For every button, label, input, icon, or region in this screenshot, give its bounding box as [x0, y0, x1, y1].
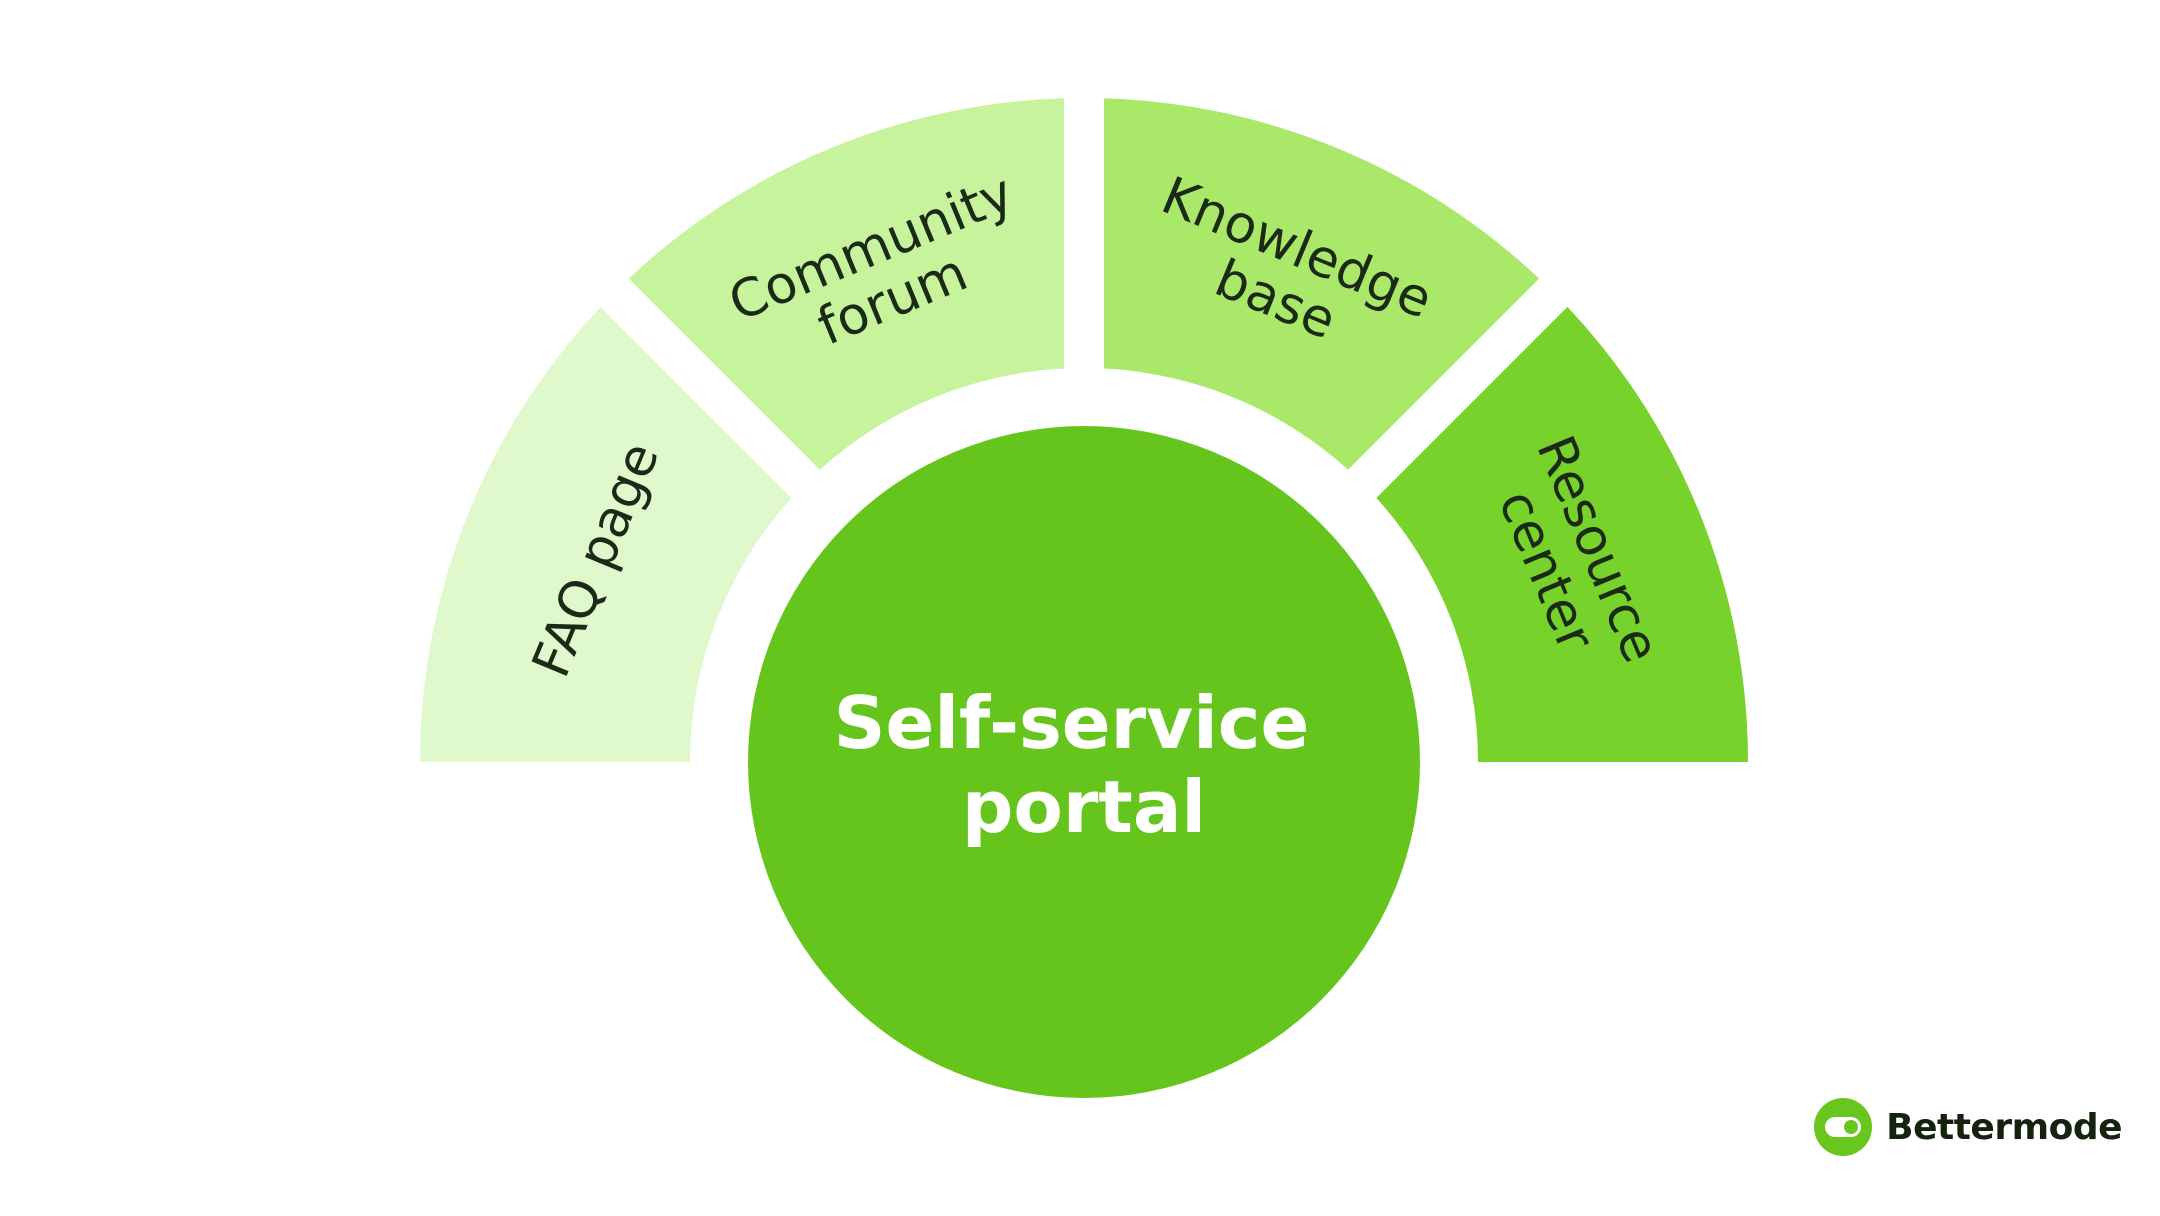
center-circle [748, 426, 1420, 1098]
segment-3 [1103, 98, 1540, 470]
segment-1 [420, 306, 792, 762]
center-label-line1: Self-service [834, 681, 1310, 765]
toggle-logo-icon [1814, 1098, 1873, 1156]
segment-4 [1376, 306, 1748, 762]
center-label-line2: portal [962, 765, 1206, 849]
brand-logo: Bettermode [1814, 1098, 2122, 1156]
brand-name: Bettermode [1886, 1106, 2122, 1148]
segment-2 [628, 98, 1065, 470]
center-label: Self-service portal [834, 681, 1335, 849]
